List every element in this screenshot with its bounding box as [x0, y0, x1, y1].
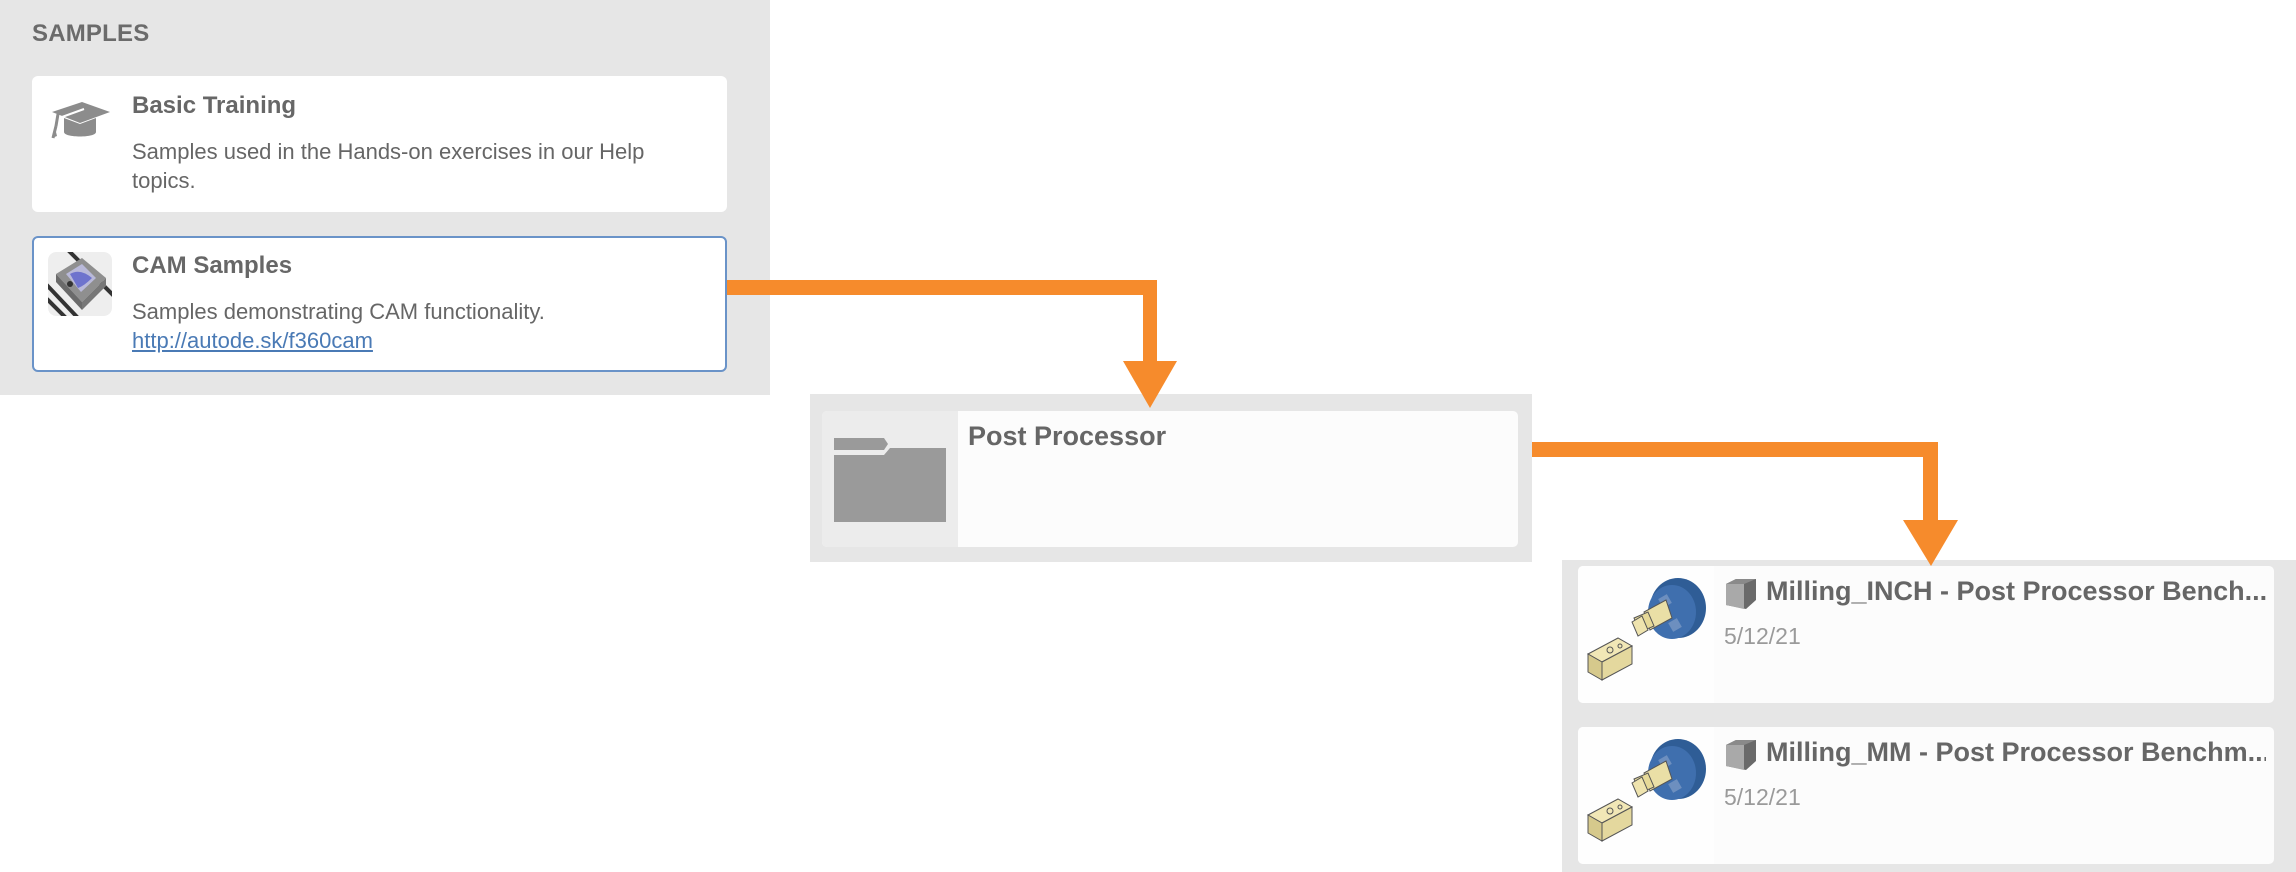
section-title: SAMPLES — [32, 20, 150, 47]
design-date: 5/12/21 — [1724, 784, 1801, 810]
folder-icon-cell — [822, 411, 958, 547]
cam-samples-link[interactable]: http://autode.sk/f360cam — [132, 328, 373, 353]
design-thumbnail — [1578, 566, 1714, 703]
sample-description: Samples demonstrating CAM functionality.… — [132, 297, 692, 355]
sample-title: Basic Training — [132, 92, 297, 119]
design-card[interactable]: Milling_INCH - Post Processor Bench... 5… — [1578, 566, 2274, 703]
designs-panel: Milling_INCH - Post Processor Bench... 5… — [1562, 560, 2296, 872]
arrow-folder-to-designs-icon — [1532, 442, 1958, 566]
folder-card-post-processor[interactable]: Post Processor — [822, 411, 1518, 547]
sample-card-cam-samples[interactable]: CAM Samples Samples demonstrating CAM fu… — [32, 236, 727, 372]
samples-panel: SAMPLES Basic Training Samples used in t… — [0, 0, 770, 395]
sample-description: Samples used in the Hands-on exercises i… — [132, 139, 645, 193]
folder-panel: Post Processor — [810, 394, 1532, 562]
milling-part-thumbnail — [1586, 578, 1706, 681]
graduation-cap-icon — [51, 102, 110, 139]
design-title: Milling_MM - Post Processor Benchm... — [1766, 737, 2266, 767]
sample-description-text: Samples demonstrating CAM functionality. — [132, 299, 545, 324]
design-title: Milling_INCH - Post Processor Bench... — [1766, 576, 2266, 606]
arrow-cam-to-folder-icon — [727, 280, 1177, 408]
design-date: 5/12/21 — [1724, 623, 1801, 649]
sample-card-basic-training[interactable]: Basic Training Samples used in the Hands… — [32, 76, 727, 212]
component-cube-icon — [1726, 579, 1756, 609]
component-cube-icon — [1726, 740, 1756, 770]
folder-icon — [834, 438, 946, 522]
design-thumbnail — [1578, 727, 1714, 864]
milling-part-thumbnail — [1586, 739, 1706, 842]
folder-title: Post Processor — [968, 421, 1167, 451]
sample-title: CAM Samples — [132, 252, 293, 279]
design-card[interactable]: Milling_MM - Post Processor Benchm... 5/… — [1578, 727, 2274, 864]
cam-sample-thumbnail — [48, 252, 112, 316]
